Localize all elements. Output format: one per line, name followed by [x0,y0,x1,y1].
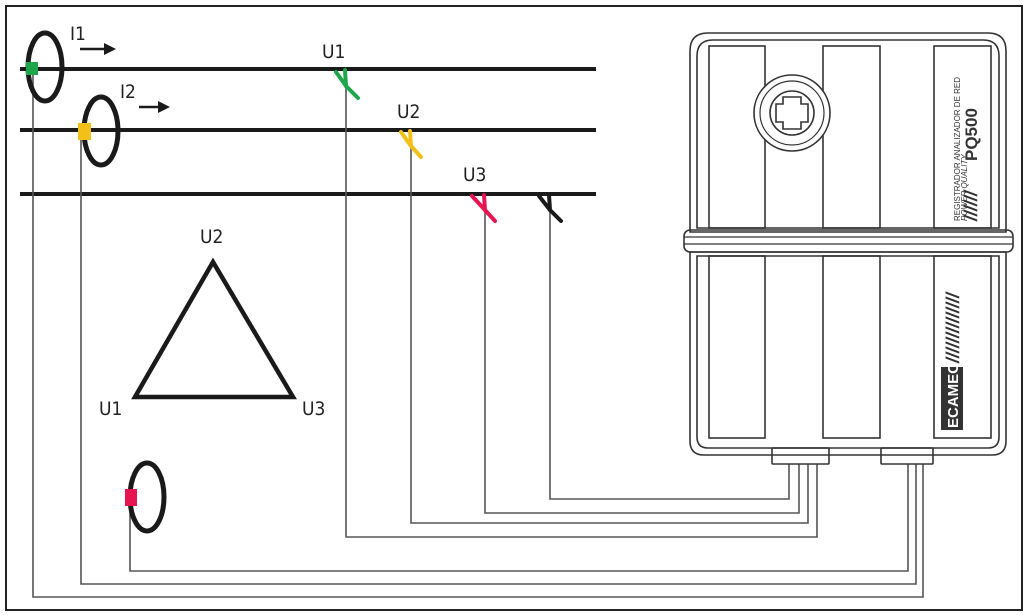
voltage-connector [771,447,830,465]
device-brand: ECAMEC [945,363,962,428]
wire-i3 [129,462,909,572]
wire-u3 [484,196,800,514]
clamp-marker-i2 [78,123,91,140]
pq500-device: ////// PQ500 REGISTRADOR ANALIZADOR DE R… [683,32,1014,465]
clamp-marker-i3 [125,489,137,506]
device-stripes-bottom: ////////////// [943,291,963,364]
arrow-i1 [80,43,116,55]
device-stripes-top: ////// [961,189,981,222]
voltage-clip-u2 [399,129,423,159]
brand-plate [941,367,963,430]
wire-u2 [410,132,809,524]
arrow-i2 [139,101,170,113]
label-u1: U1 [322,41,345,63]
wire-neutral [549,196,790,500]
device-desc-line1: REGISTRADOR ANALIZADOR DE RED [953,77,962,221]
device-model: PQ500 [962,108,981,161]
label-u3: U3 [463,164,486,186]
diagram-frame [5,5,1023,611]
clamp-marker-i1 [26,62,38,75]
voltage-clip-u3 [470,193,497,223]
voltage-clip-neutral [537,193,563,223]
wire-i2 [80,133,917,585]
label-i2: I2 [120,81,136,103]
current-connector [880,447,934,465]
triangle-label-u2: U2 [200,226,223,248]
current-clamp-i3 [125,460,167,534]
voltage-clip-u1 [334,68,360,100]
device-knob [753,74,831,152]
label-i1: I1 [70,23,86,45]
label-u2: U2 [397,101,420,123]
device-desc-line2: POWER QUALITY [960,154,969,221]
delta-triangle [131,257,297,400]
current-clamp-i1 [25,30,65,104]
triangle-label-u3: U3 [302,398,325,420]
triangle-label-u1: U1 [99,398,122,420]
current-clamp-i2 [78,94,121,168]
wire-i1 [32,72,924,598]
wire-u1 [345,72,818,538]
